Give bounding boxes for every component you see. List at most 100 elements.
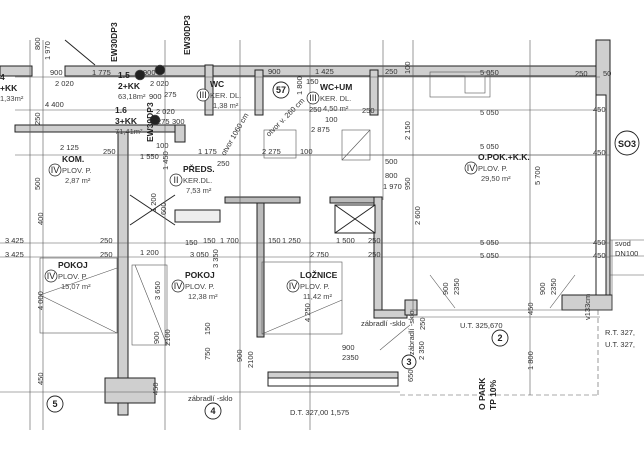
room-area: 1,38 m² bbox=[213, 101, 239, 110]
dimension-label: 300 bbox=[172, 117, 185, 126]
dimension-label: 500 bbox=[33, 177, 42, 190]
room-name: KOM. bbox=[62, 154, 84, 164]
riser-label: EW30DP3 bbox=[182, 15, 192, 55]
dimension-label: 250 bbox=[33, 112, 42, 125]
dimension-label: 900 bbox=[149, 92, 162, 101]
dimension-label: 100 bbox=[300, 147, 313, 156]
dimension-label: 250 bbox=[368, 250, 381, 259]
dimension-label: 400 bbox=[36, 212, 45, 225]
so3-circle bbox=[614, 130, 640, 156]
dimension-label: 2350 bbox=[342, 353, 359, 362]
room-floor: PLOV. P. bbox=[185, 282, 215, 291]
room-name: O.POK.+K.K. bbox=[478, 152, 530, 162]
room-class: III bbox=[199, 90, 207, 100]
dimension-label: 250 bbox=[100, 236, 113, 245]
dimension-label: 2350 bbox=[452, 278, 461, 295]
marker-c5: 5 bbox=[52, 399, 57, 409]
walls bbox=[0, 39, 613, 416]
dimension-label: 950 bbox=[403, 177, 412, 190]
dimension-label: 1 775 bbox=[92, 68, 111, 77]
note-railing1: zábradlí -sklo bbox=[188, 394, 233, 403]
bedroom-left-wall bbox=[256, 196, 265, 338]
note-opening2: otvor v. 260 cm bbox=[264, 96, 306, 138]
room-area: 12,38 m² bbox=[188, 292, 218, 301]
dimension-label: 600 bbox=[159, 202, 168, 215]
dimension-label: 5 050 bbox=[480, 238, 499, 247]
dimension-label: 1 500 bbox=[336, 236, 355, 245]
dimension-label: 900 bbox=[538, 282, 547, 295]
note-dt: D.T. 327,00 1,575 bbox=[290, 408, 349, 417]
dimension-lines bbox=[0, 40, 644, 430]
dimension-label: 2 875 bbox=[311, 125, 330, 134]
room-class-circle bbox=[196, 88, 210, 102]
apartment-area: 63,18m² bbox=[118, 92, 146, 101]
dimension-label: 5 700 bbox=[533, 166, 542, 185]
dimension-label: 4 400 bbox=[45, 100, 64, 109]
marker-57-circle bbox=[272, 81, 290, 99]
room-class-circle bbox=[48, 163, 62, 177]
room-class-circle bbox=[306, 91, 320, 105]
dimension-label: 2 350 bbox=[417, 341, 426, 360]
marker-3-circle bbox=[401, 354, 417, 370]
room-name: LOŽNICE bbox=[300, 269, 338, 280]
dimension-label: 100 bbox=[403, 61, 412, 74]
apartment-type: +KK bbox=[0, 83, 18, 93]
room-floor: KER.DL. bbox=[183, 176, 212, 185]
dimension-label: 3 050 bbox=[190, 250, 209, 259]
dimension-label: 900 bbox=[268, 67, 281, 76]
room-class-circle bbox=[169, 173, 183, 187]
dimension-label: 1 700 bbox=[220, 236, 239, 245]
room-class: IV bbox=[289, 281, 298, 291]
room-floor: PLOV. P. bbox=[300, 282, 330, 291]
dimension-label: 250 bbox=[362, 106, 375, 115]
dimension-label: 1 425 bbox=[315, 67, 334, 76]
marker-c2: 2 bbox=[497, 333, 502, 343]
room-name: PŘEDS. bbox=[183, 163, 215, 174]
room-class-circle bbox=[464, 161, 478, 175]
dimension-label: 450 bbox=[593, 251, 606, 260]
apartment-number: 1.6 bbox=[115, 105, 127, 115]
marker-c3: 3 bbox=[406, 357, 411, 367]
dimension-label: 2 150 bbox=[403, 121, 412, 140]
dimension-label: 1 250 bbox=[282, 236, 301, 245]
dimension-label: 4 250 bbox=[303, 303, 312, 322]
room-area: 4,50 m² bbox=[323, 104, 349, 113]
room-area: 29,50 m² bbox=[481, 174, 511, 183]
dimension-label: 450 bbox=[593, 105, 606, 114]
room-floor: PLOV. P. bbox=[62, 166, 92, 175]
dimension-label: 5 050 bbox=[480, 108, 499, 117]
marker-2-circle bbox=[491, 329, 509, 347]
dimension-label: 450 bbox=[151, 382, 160, 395]
room-class-circle bbox=[44, 269, 58, 283]
apartment-number: 1.5 bbox=[118, 70, 130, 80]
note-svod: svod bbox=[615, 239, 631, 248]
dimension-label: 100 bbox=[325, 115, 338, 124]
room-name: WC bbox=[210, 79, 224, 89]
apartment-number: 4 bbox=[0, 72, 5, 82]
marker-so3: SO3 bbox=[618, 139, 636, 149]
dimension-label: 1 800 bbox=[295, 76, 304, 95]
dimension-label: 50 bbox=[603, 69, 611, 78]
riser-label: EW30DP3 bbox=[109, 22, 119, 62]
dimension-label: 1 200 bbox=[140, 248, 159, 257]
room-name: POKOJ bbox=[185, 270, 215, 280]
dimension-label: 5 050 bbox=[480, 251, 499, 260]
marker-4-circle bbox=[204, 402, 222, 420]
dimension-label: 2350 bbox=[549, 278, 558, 295]
note-opening1: otvor 1060 cm bbox=[219, 111, 251, 157]
dimension-label: 2100 bbox=[163, 329, 172, 346]
dimension-label: 5 050 bbox=[480, 142, 499, 151]
partition-wall bbox=[117, 124, 129, 416]
dimension-label: 450 bbox=[526, 302, 535, 315]
dimension-label: 3 425 bbox=[5, 250, 24, 259]
room-floor: PLOV. P. bbox=[478, 164, 508, 173]
dimension-label: 250 bbox=[418, 317, 427, 330]
dimension-label: 1 970 bbox=[43, 41, 52, 60]
room-class: II bbox=[173, 175, 178, 185]
room-floor: KER. DL. bbox=[210, 91, 241, 100]
dimension-label: 2 125 bbox=[60, 143, 79, 152]
dimension-label: 4 000 bbox=[36, 291, 45, 310]
dimension-label: 2 020 bbox=[55, 79, 74, 88]
